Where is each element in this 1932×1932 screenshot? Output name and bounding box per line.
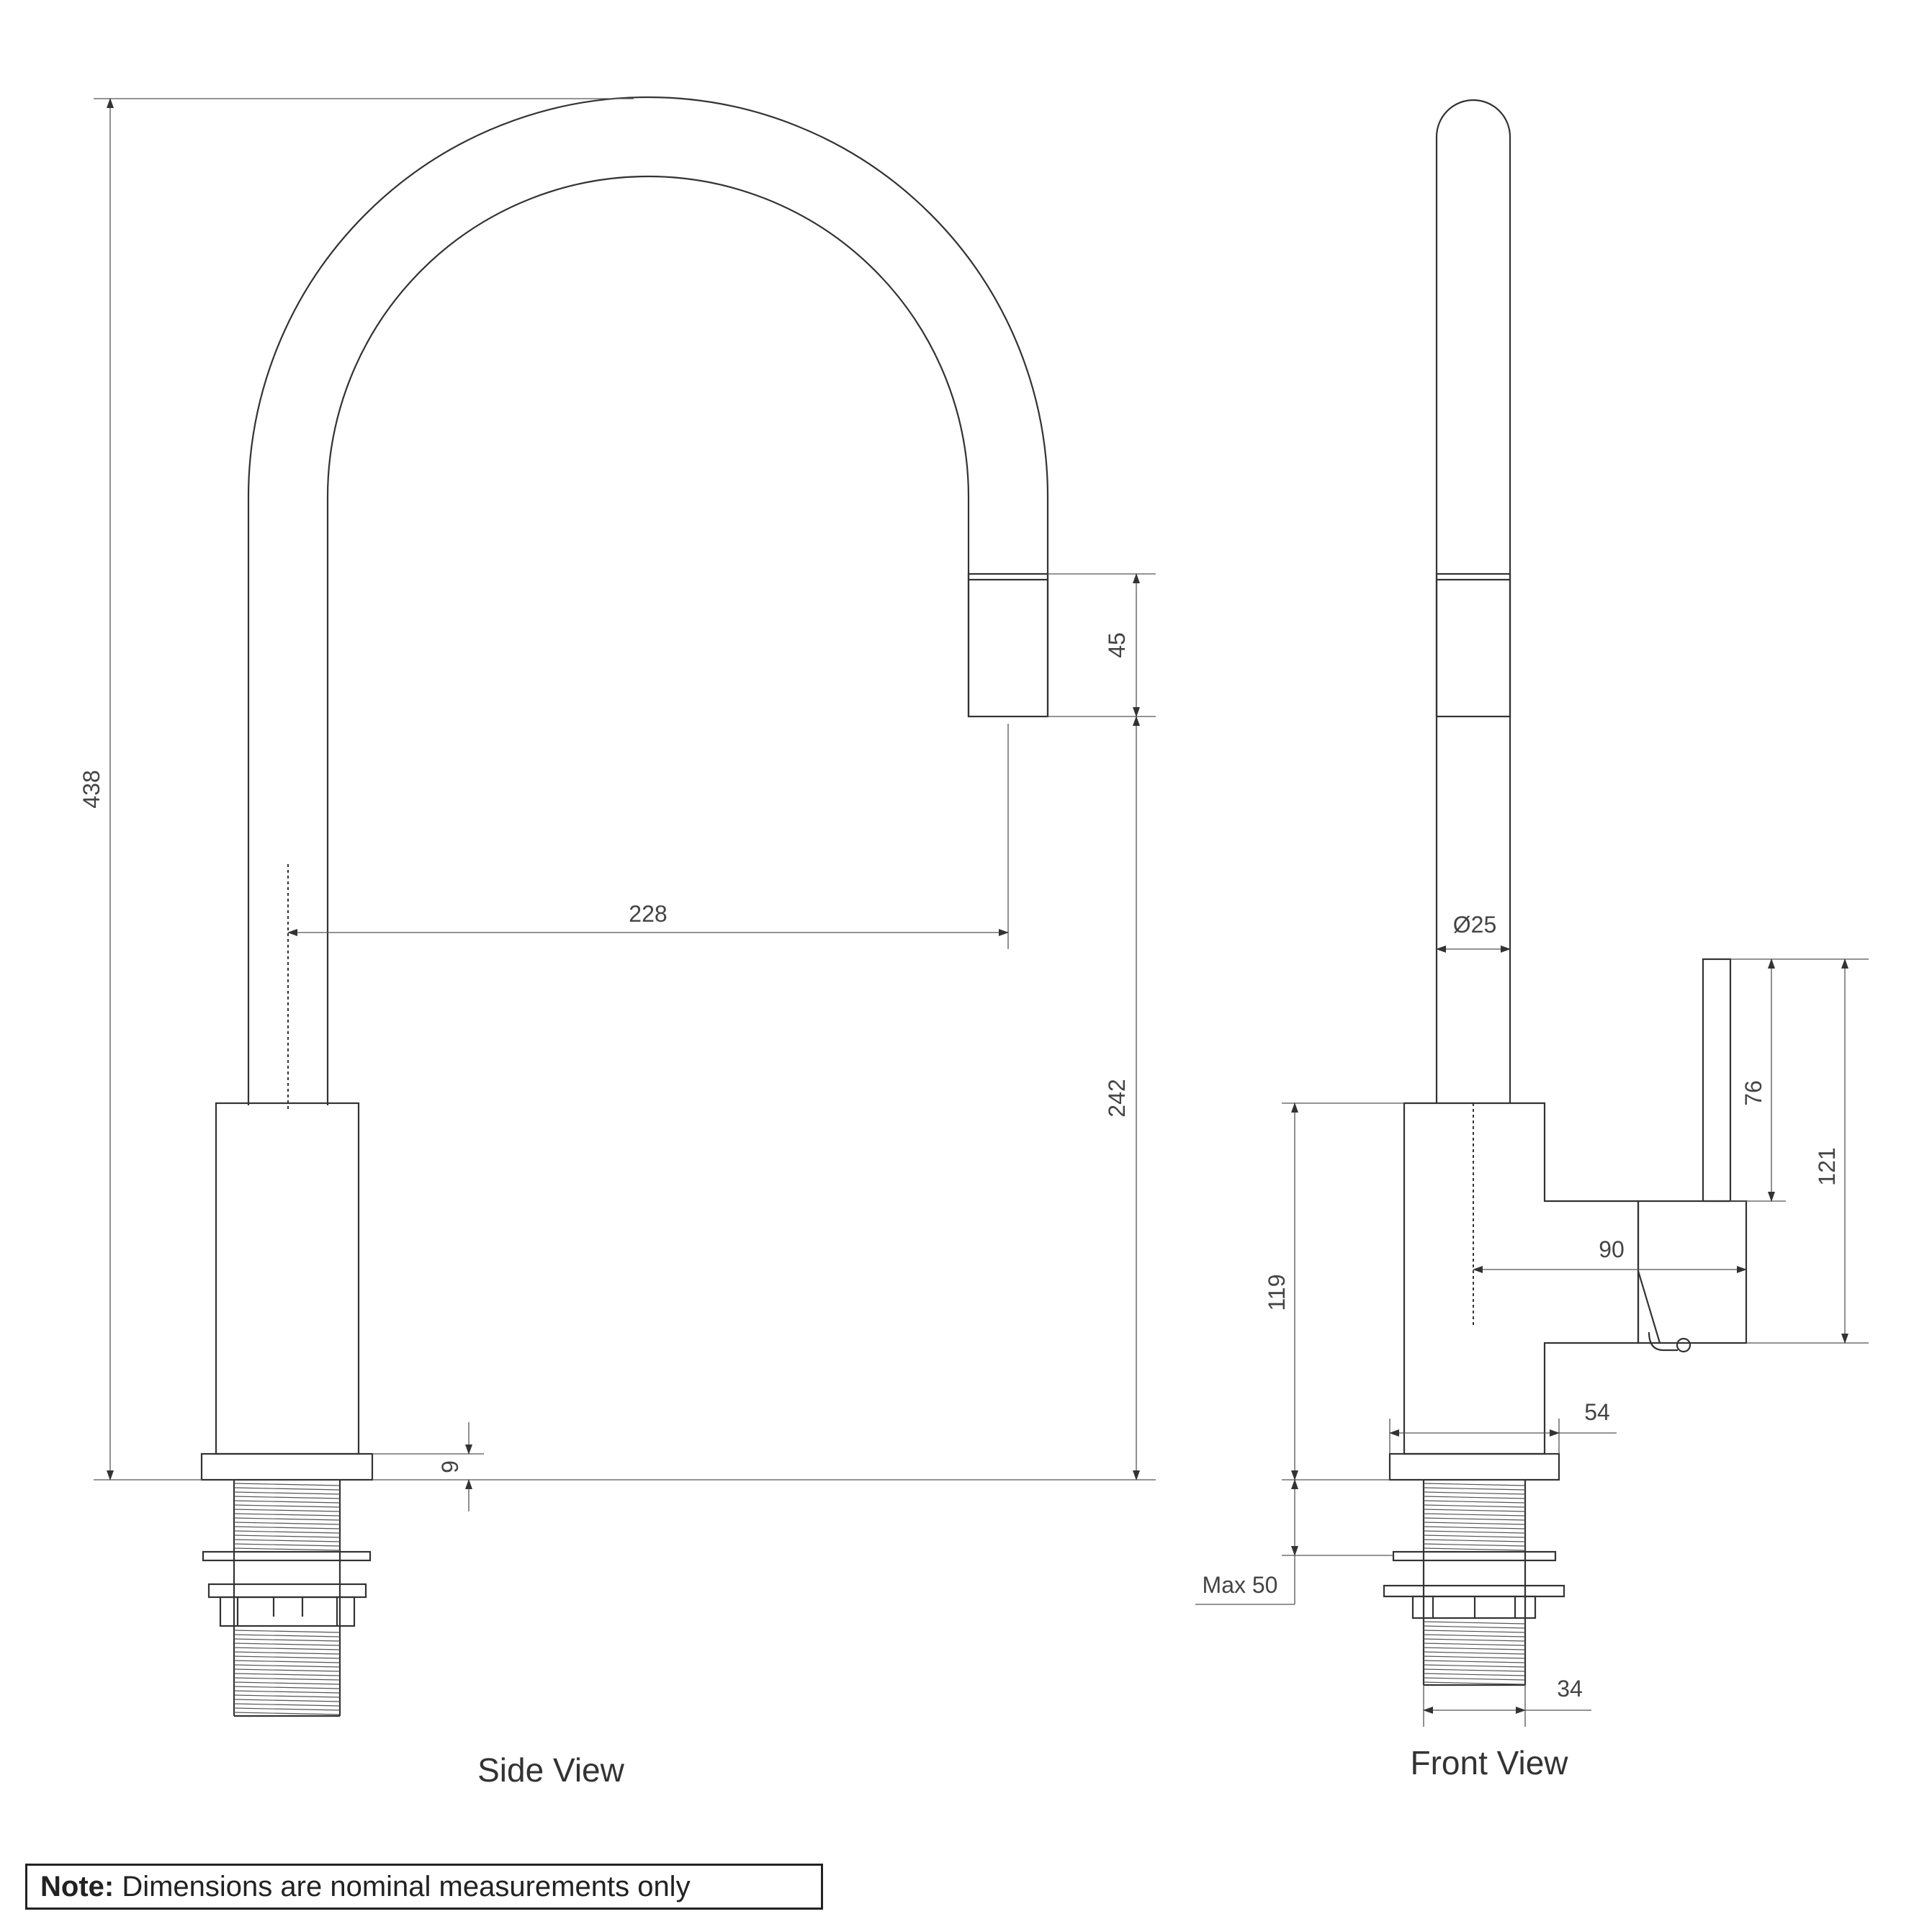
dim-diameter: Ø25 [1453,912,1496,938]
front-spout-tip [1435,572,1511,718]
dim-height-total: 438 [78,770,104,808]
front-spout [1435,99,1511,1103]
dim-spout-height: 242 [1104,1079,1130,1117]
front-view-label: Front View [1410,1744,1568,1782]
dim-spout-tip: 45 [1104,632,1130,658]
side-view: 438 45 242 228 9 Side View [78,96,1156,1789]
dim-lever: 76 [1740,1080,1766,1106]
note-text: Dimensions are nominal measurements only [114,1871,691,1902]
note-box: Note: Dimensions are nominal measurement… [25,1864,823,1910]
dim-reach: 228 [629,901,667,927]
side-view-label: Side View [477,1751,625,1789]
front-view: Ø25 76 121 90 119 54 Max 50 [1195,99,1869,1782]
threaded-shank [233,1480,341,1717]
front-backnut [1383,1584,1565,1619]
lever [1702,958,1732,1203]
dim-bench-thickness: Max 50 [1203,1572,1278,1598]
front-threaded-shank [1422,1480,1527,1686]
spout-inner [326,175,970,1105]
flange [200,1452,374,1481]
dim-handle-reach: 90 [1599,1236,1625,1262]
note-prefix: Note: [40,1871,114,1902]
tap-body [215,1102,360,1455]
dim-flange: 9 [437,1460,463,1473]
dim-body-height: 119 [1264,1274,1290,1311]
front-flange [1388,1452,1560,1481]
spout-tip [967,572,1049,718]
dim-lever-total: 121 [1814,1147,1840,1185]
dim-base-width: 54 [1584,1399,1610,1425]
front-washer [1392,1550,1557,1562]
handle-block [1637,1200,1748,1344]
spout-outer [247,96,1049,1105]
backnut [207,1583,367,1627]
washer [202,1550,372,1562]
dim-shank: 34 [1557,1676,1583,1702]
